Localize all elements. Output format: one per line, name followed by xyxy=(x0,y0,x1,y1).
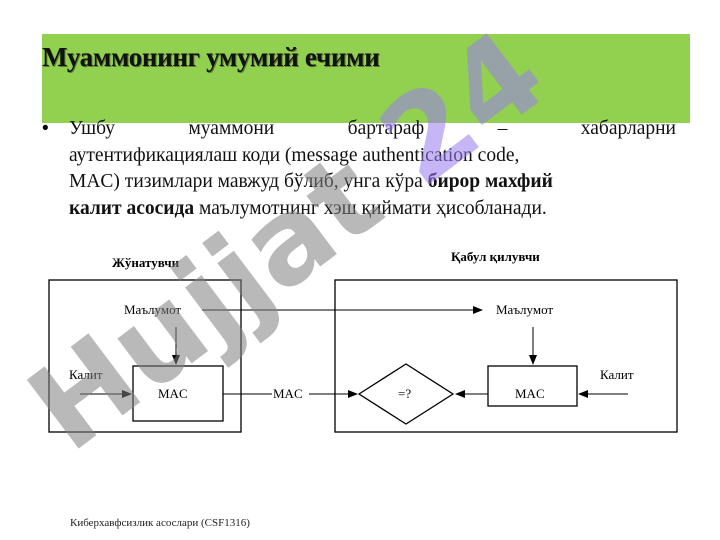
sender-data-label: Маълумот xyxy=(124,302,181,317)
slide-title: Муаммонинг умумий ечими xyxy=(42,42,380,72)
word: хабарларни xyxy=(580,118,676,139)
receiver-key-label: Калит xyxy=(600,367,634,382)
receiver-mac-label: MAC xyxy=(515,386,545,401)
footer: Киберхавфсизлик асослари (CSF1316) xyxy=(70,517,250,529)
text: MAC) тизимлари мавжуд бўлиб, унга кўра xyxy=(69,171,428,192)
compare-label: =? xyxy=(398,386,411,401)
sender-box xyxy=(48,279,242,433)
word: бартараф xyxy=(347,118,425,139)
word: муаммони xyxy=(188,118,275,139)
body-line-3: MAC) тизимлари мавжуд бўлиб, унга кўра б… xyxy=(69,169,676,196)
sender-key-label: Калит xyxy=(69,367,103,382)
bold-text: калит асосида xyxy=(69,197,195,219)
text: аутентификациялаш xyxy=(69,144,238,166)
sender-mac-label: MAC xyxy=(158,386,188,401)
compare-diamond xyxy=(357,363,455,425)
receiver-box xyxy=(334,279,678,433)
receiver-title: Қабул қилувчи xyxy=(451,249,540,264)
text: маълумотнинг хэш қиймати ҳисобланади. xyxy=(194,197,547,219)
body-line-2: аутентификациялаш коди (message authenti… xyxy=(69,143,676,170)
title-band xyxy=(42,34,690,123)
bold-text: бирор махфий xyxy=(427,171,553,192)
text: коди (message authentication code, xyxy=(237,144,520,166)
receiver-mac-box xyxy=(487,365,578,407)
word: – xyxy=(497,118,508,139)
bullet-icon: • xyxy=(42,118,49,139)
word: Ушбу xyxy=(69,118,116,139)
transfer-mac-label: MAC xyxy=(273,386,303,401)
body-line-1: Ушбу муаммони бартараф – хабарларни xyxy=(69,116,676,143)
receiver-data-label: Маълумот xyxy=(496,302,553,317)
sender-title: Жўнатувчи xyxy=(112,255,180,270)
body-line-4: калит асосида маълумотнинг хэш қиймати ҳ… xyxy=(69,196,676,223)
slide-body: Ушбу муаммони бартараф – хабарларни ауте… xyxy=(69,116,676,222)
